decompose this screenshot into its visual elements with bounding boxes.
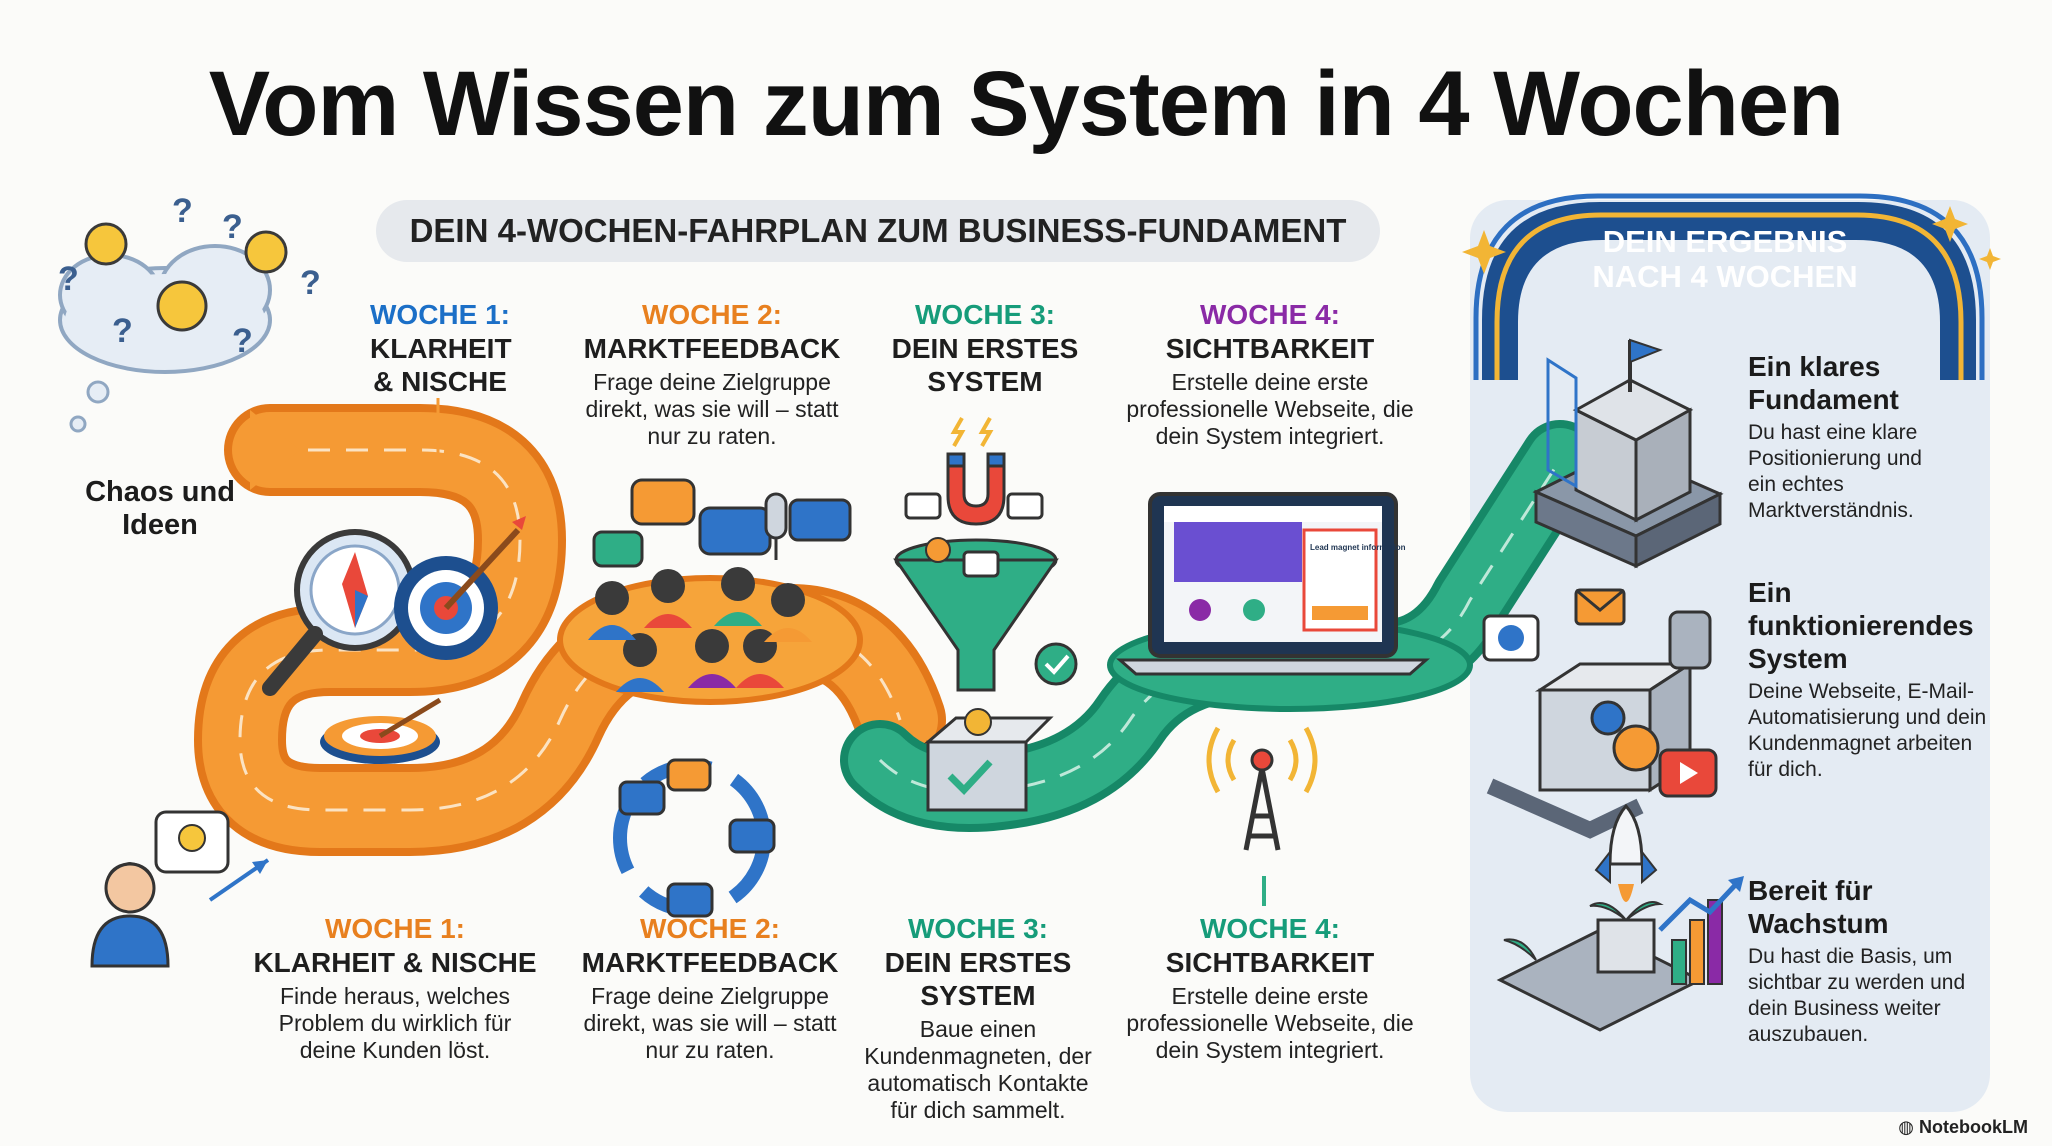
magnet-icon (946, 417, 1006, 526)
brand-label: ◍ NotebookLM (1898, 1117, 2028, 1138)
sparkle-icon (1462, 206, 2001, 274)
week2-bottom-label: WOCHE 2: (640, 913, 780, 944)
result-item-title: Bereit für Wachstum (1748, 875, 1889, 939)
result-item-system: Ein funktionierendes System Deine Websei… (1748, 576, 1998, 783)
thought-cloud-icon: ??? ??? (58, 192, 321, 433)
notebooklm-logo-icon: ◍ (1898, 1117, 1920, 1137)
week3-bottom: WOCHE 3: DEIN ERSTES SYSTEM Baue einen K… (826, 912, 1130, 1124)
week4-bottom-title: SICHTBARKEIT (1165, 947, 1375, 978)
result-item-desc: Deine Webseite, E-Mail-Automatisierung u… (1748, 680, 1987, 781)
result-item-title: Ein funktionierendes System (1748, 577, 1974, 674)
svg-text:?: ? (232, 322, 253, 360)
week1-top-label: WOCHE 1: (370, 299, 510, 330)
week3-bottom-label: WOCHE 3: (908, 913, 1048, 944)
lightbulb-icon (84, 222, 288, 332)
week1-bottom: WOCHE 1: KLARHEIT & NISCHE Finde heraus,… (250, 912, 540, 1064)
result-item-desc: Du hast eine klare Positionierung und ei… (1748, 421, 1922, 522)
svg-text:?: ? (58, 260, 79, 298)
foundation-cube-icon (1532, 338, 1724, 569)
person-icon (90, 810, 270, 968)
microphone-icon (764, 492, 788, 560)
week1-bottom-label: WOCHE 1: (325, 913, 465, 944)
week2-top-desc: Frage deine Zielgruppe direkt, was sie w… (585, 369, 839, 449)
result-item-growth: Bereit für Wachstum Du hast die Basis, u… (1748, 874, 1998, 1048)
week4-top-label: WOCHE 4: (1200, 299, 1340, 330)
feedback-cycle-icon (613, 758, 776, 918)
result-arch (1482, 202, 1976, 380)
week4-top-title: SICHTBARKEIT (1165, 333, 1375, 364)
week4-bottom: WOCHE 4: SICHTBARKEIT Erstelle deine ers… (1120, 912, 1420, 1064)
svg-text:?: ? (172, 192, 193, 230)
week3-top-label: WOCHE 3: (915, 299, 1055, 330)
result-item-title: Ein klares Fundament (1748, 351, 1899, 415)
week3-top: WOCHE 3: DEIN ERSTES SYSTEM (880, 298, 1090, 398)
week4-top-desc: Erstelle deine erste professionelle Webs… (1126, 369, 1414, 449)
result-header: DEIN ERGEBNIS NACH 4 WOCHEN (1592, 224, 1858, 294)
laptop-icon: Lead magnet information (1116, 492, 1430, 676)
week2-top: WOCHE 2: MARKTFEEDBACK Frage deine Zielg… (564, 298, 860, 450)
target-icon (320, 516, 526, 764)
week3-bottom-title: DEIN ERSTES SYSTEM (884, 947, 1072, 1011)
week1-bottom-title: KLARHEIT & NISCHE (253, 947, 537, 978)
inbox-box-icon (923, 708, 1054, 812)
week2-top-title: MARKTFEEDBACK (583, 333, 841, 364)
rocket-growth-icon (1496, 803, 1744, 1032)
brand-text: NotebookLM (1919, 1117, 2028, 1137)
automation-machine-icon (1482, 588, 1718, 839)
funnel-icon (893, 492, 1078, 692)
week4-bottom-label: WOCHE 4: (1200, 913, 1340, 944)
result-item-desc: Du hast die Basis, um sichtbar zu werden… (1748, 945, 1966, 1046)
week1-top: WOCHE 1: KLARHEIT & NISCHE (340, 298, 540, 398)
week2-bottom-desc: Frage deine Zielgruppe direkt, was sie w… (583, 983, 837, 1063)
week2-top-label: WOCHE 2: (642, 299, 782, 330)
audience-icon (588, 478, 852, 692)
result-item-foundation: Ein klares Fundament Du hast eine klare … (1748, 350, 1998, 524)
week2-bottom-title: MARKTFEEDBACK (581, 947, 839, 978)
week3-top-title: DEIN ERSTES SYSTEM (891, 333, 1079, 397)
week3-bottom-desc: Baue einen Kundenmagneten, der automatis… (864, 1016, 1092, 1123)
laptop-form-heading: Lead magnet information (1310, 543, 1406, 552)
week1-bottom-desc: Finde heraus, welches Problem du wirklic… (278, 983, 512, 1063)
week2-bottom: WOCHE 2: MARKTFEEDBACK Frage deine Zielg… (560, 912, 860, 1064)
week4-bottom-desc: Erstelle deine erste professionelle Webs… (1126, 983, 1414, 1063)
broadcast-tower-icon (1206, 726, 1318, 851)
start-label: Chaos und Ideen (85, 476, 235, 541)
week1-top-title: KLARHEIT & NISCHE (370, 333, 512, 397)
week4-top: WOCHE 4: SICHTBARKEIT Erstelle deine ers… (1120, 298, 1420, 450)
svg-text:?: ? (300, 264, 321, 302)
page-title: Vom Wissen zum System in 4 Wochen (208, 53, 1845, 155)
subtitle-banner: DEIN 4-WOCHEN-FAHRPLAN ZUM BUSINESS-FUND… (376, 200, 1380, 262)
svg-text:?: ? (112, 312, 133, 350)
compass-magnifier-icon (262, 529, 416, 696)
svg-text:?: ? (222, 208, 243, 246)
